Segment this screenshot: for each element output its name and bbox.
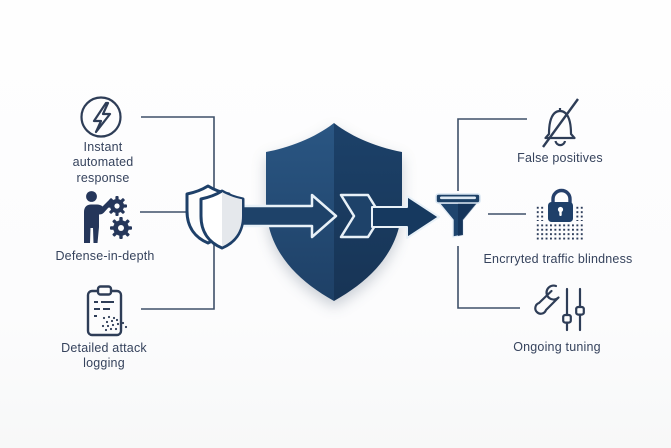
- bell-slash-icon: [542, 98, 579, 148]
- clipboard-log-icon: [86, 285, 128, 337]
- label-defense-in-depth: Defense-in-depth: [55, 249, 155, 263]
- front-shield-shade: [222, 192, 242, 247]
- label-instant-automated-response: Instant automated response: [72, 140, 134, 185]
- label-ongoing-tuning: Ongoing tuning: [513, 340, 601, 354]
- right-top-connector: [457, 118, 527, 191]
- label-detailed-attack-logging: Detailed attack logging: [61, 341, 147, 371]
- label-encrypted-traffic-blindness: Encrryted traffic blindness: [483, 252, 633, 266]
- right-bottom-connector: [457, 246, 520, 309]
- double-shield-icon: [185, 184, 245, 250]
- funnel-icon: [435, 193, 481, 238]
- lightning-circle-icon: [80, 96, 122, 138]
- wrench-sliders-icon: [534, 284, 585, 332]
- label-false-positives: False positives: [517, 151, 603, 165]
- gear-bottom: [110, 217, 132, 239]
- traffic-arrow-icon: [226, 193, 440, 239]
- padlock-encrypted-icon: [536, 188, 585, 242]
- clipboard-dots: [101, 315, 128, 332]
- gear-top: [107, 196, 127, 216]
- arrow-outbound: [371, 195, 440, 239]
- person-gears-icon: [84, 191, 132, 243]
